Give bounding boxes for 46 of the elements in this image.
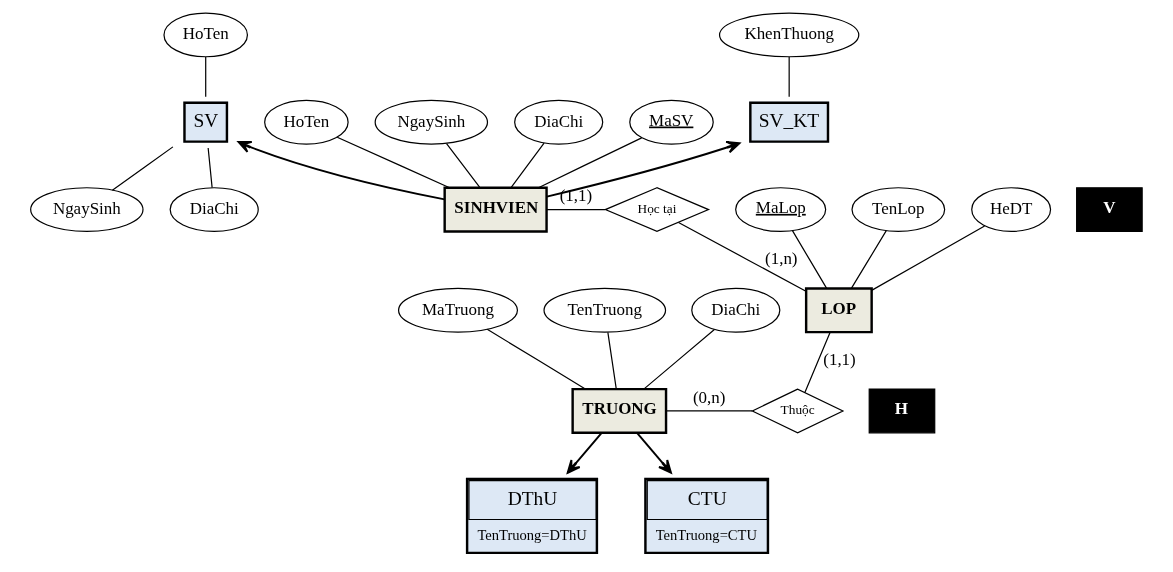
edge-label: (0,n)	[692, 387, 726, 407]
connector	[486, 328, 586, 390]
node-box: V	[1076, 187, 1143, 232]
connector	[207, 147, 213, 189]
arrow	[636, 431, 672, 474]
node-diamond: Học tại	[603, 187, 711, 233]
node-box: SINHVIEN	[443, 186, 548, 233]
connector	[804, 331, 831, 394]
node-ellipse: NgaySinh	[374, 99, 489, 145]
connector	[546, 208, 606, 211]
node-ellipse: DiaChi	[169, 187, 259, 232]
node-ellipse: DiaChi	[691, 287, 781, 333]
connector	[336, 136, 451, 189]
node-box: H	[868, 388, 936, 434]
node-ellipse: DiaChi	[514, 99, 604, 145]
arrow	[545, 140, 741, 198]
connector	[850, 230, 887, 289]
connector	[111, 146, 174, 191]
connector	[445, 142, 481, 188]
edge-label: (1,1)	[823, 350, 856, 370]
node-ellipse: HeDT	[971, 187, 1052, 232]
node-diamond: Thuộc	[750, 388, 845, 434]
node-ellipse: NgaySinh	[30, 187, 144, 232]
edge-label: (1,n)	[765, 249, 798, 269]
node-ellipse: MaLop	[735, 187, 827, 232]
connector	[537, 137, 643, 189]
connector	[643, 328, 716, 390]
node-ellipse: KhenThuong	[718, 12, 860, 58]
node-ellipse: TenTruong	[543, 287, 667, 333]
arrow	[237, 140, 446, 201]
node-box: LOP	[804, 287, 873, 334]
node-ellipse: TenLop	[851, 187, 946, 232]
node-box: TRUONG	[571, 387, 668, 434]
connector	[607, 331, 617, 390]
node-ellipse: MaSV	[629, 99, 714, 145]
arrow	[566, 431, 603, 474]
connector	[665, 410, 753, 412]
connector	[871, 225, 986, 291]
node-ellipse: MaTruong	[398, 287, 519, 333]
connector	[510, 142, 545, 189]
node-ellipse: HoTen	[264, 99, 349, 145]
connector	[677, 221, 807, 292]
node-ellipse: HoTen	[163, 12, 249, 58]
connector	[788, 56, 790, 98]
connector	[205, 56, 207, 98]
connector	[791, 230, 828, 289]
